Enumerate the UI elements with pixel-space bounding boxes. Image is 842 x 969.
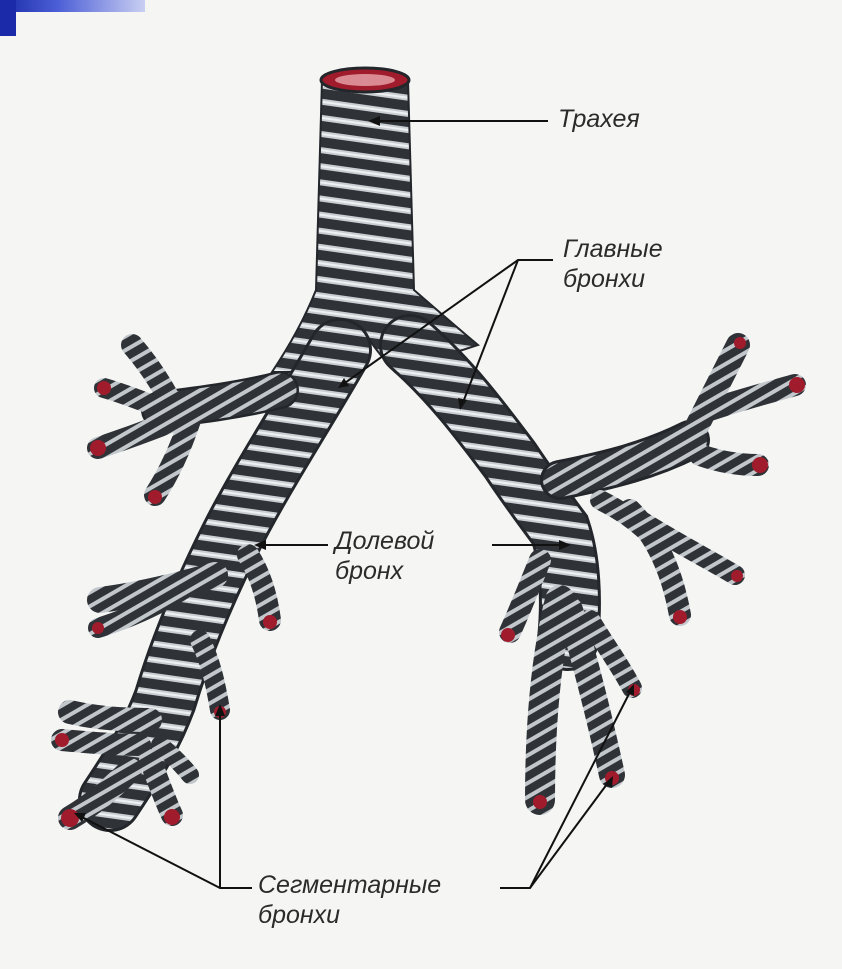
label-main-bronchi-line2: бронхи (563, 266, 645, 293)
right-bronchial-tree (62, 345, 340, 818)
label-lobar-bronchus-line1: Долевой (335, 528, 434, 555)
label-segmental-bronchi-line1: Сегментарные (258, 872, 441, 899)
leader-main-bronchi-left (462, 260, 518, 405)
label-segmental-bronchi-line2: бронхи (258, 902, 340, 929)
trachea-shape (272, 68, 478, 372)
trachea-lumen (335, 74, 395, 86)
label-lobar-bronchus-line2: бронх (335, 558, 403, 585)
label-main-bronchi-line1: Главные (563, 236, 663, 263)
label-trachea: Трахея (558, 106, 640, 133)
